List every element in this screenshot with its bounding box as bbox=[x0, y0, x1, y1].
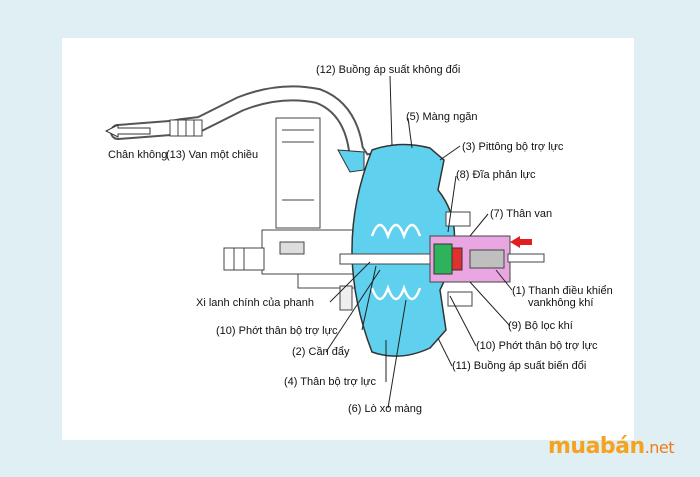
watermark-brand: muabán bbox=[548, 434, 645, 459]
vacuum-hose bbox=[110, 85, 384, 173]
label-master-cylinder: Xi lanh chính của phanh bbox=[196, 297, 315, 309]
label-diaphragm-spring: (6) Lò xo màng bbox=[348, 403, 422, 415]
vacuum-arrow bbox=[104, 124, 151, 138]
label-control-rod: (1) Thanh điều khiển bbox=[512, 285, 613, 297]
label-seal-left: (10) Phớt thân bộ trợ lực bbox=[216, 325, 338, 337]
label-constant-chamber: (12) Buồng áp suất không đổi bbox=[316, 64, 461, 76]
label-air-filter: (9) Bộ lọc khí bbox=[508, 320, 573, 332]
push-rod bbox=[339, 253, 441, 265]
leader-lines bbox=[325, 75, 513, 409]
label-variable-chamber: (11) Buồng áp suất biến đổi bbox=[452, 360, 587, 372]
label-booster-piston: (3) Pittông bộ trợ lực bbox=[462, 141, 564, 153]
diaphragm-spring bbox=[370, 223, 422, 301]
label-booster-body: (4) Thân bộ trợ lực bbox=[284, 376, 377, 388]
label-vacuum: Chân không bbox=[108, 149, 168, 161]
label-air-valve: vankhông khí bbox=[528, 297, 594, 309]
label-seal-right: (10) Phớt thân bộ trợ lực bbox=[476, 340, 598, 352]
booster-body bbox=[351, 143, 456, 357]
watermark-logo: muabán.net bbox=[548, 434, 675, 459]
valve-assembly bbox=[429, 211, 545, 307]
label-valve-body: (7) Thân van bbox=[490, 208, 553, 220]
input-arrow bbox=[510, 236, 532, 248]
label-diaphragm: (5) Màng ngăn bbox=[406, 111, 478, 123]
label-check-valve: (13) Van một chiều bbox=[166, 149, 259, 161]
label-push-rod: (2) Cần đẩy bbox=[292, 346, 350, 358]
label-reaction-disc: (8) Đĩa phản lực bbox=[456, 169, 536, 181]
watermark-suffix: .net bbox=[644, 438, 675, 457]
master-cylinder bbox=[223, 117, 357, 311]
